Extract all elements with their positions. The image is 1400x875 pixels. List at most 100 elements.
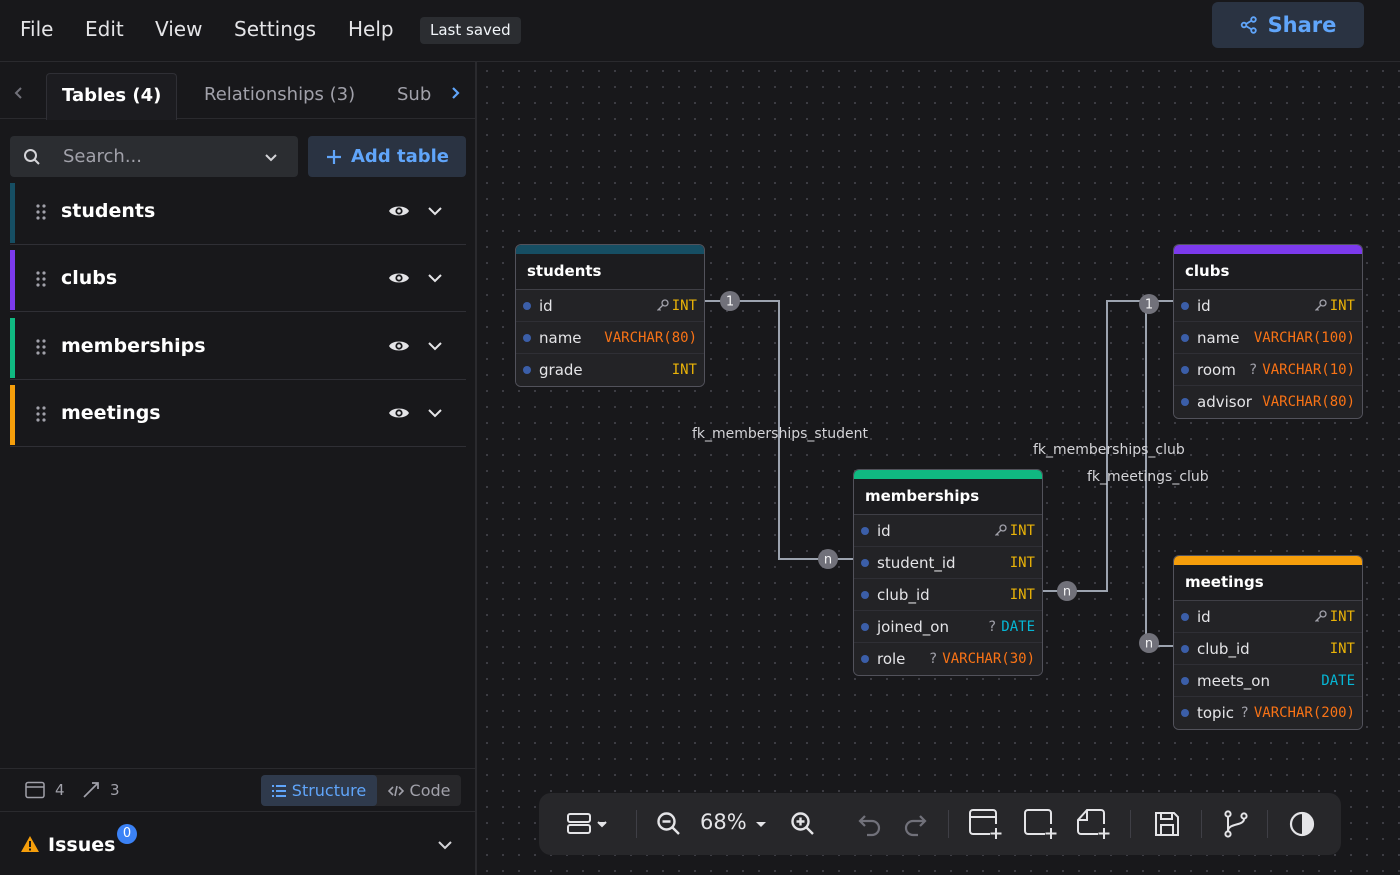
table-list-item[interactable]: students bbox=[10, 183, 466, 245]
tab-subject-areas[interactable]: Sub bbox=[397, 84, 432, 105]
field-handle[interactable] bbox=[1181, 301, 1189, 310]
field-handle[interactable] bbox=[523, 366, 531, 374]
tab-relationships[interactable]: Relationships (3) bbox=[204, 84, 356, 105]
save-icon[interactable] bbox=[1153, 808, 1181, 840]
zoom-dropdown-icon[interactable] bbox=[755, 808, 767, 840]
tabs-next-icon[interactable] bbox=[449, 82, 461, 106]
redo-icon[interactable] bbox=[902, 808, 928, 840]
table-field[interactable]: joined_on?DATE bbox=[854, 611, 1042, 643]
field-handle[interactable] bbox=[861, 590, 869, 599]
diagram-table-title[interactable]: students bbox=[516, 254, 704, 290]
add-area-icon[interactable] bbox=[1023, 808, 1059, 840]
relationship-label[interactable]: fk_meetings_club bbox=[1087, 469, 1209, 485]
table-list-item[interactable]: memberships bbox=[10, 318, 466, 380]
relationship-line[interactable] bbox=[705, 300, 853, 560]
menu-help[interactable]: Help bbox=[348, 17, 394, 41]
field-handle[interactable] bbox=[1181, 398, 1189, 406]
zoom-in-icon[interactable] bbox=[790, 808, 816, 840]
diagram-table-title[interactable]: clubs bbox=[1174, 254, 1362, 290]
add-table-button[interactable]: Add table bbox=[308, 136, 466, 177]
field-type: ?VARCHAR(200) bbox=[1240, 705, 1355, 721]
add-note-icon[interactable] bbox=[1076, 808, 1112, 840]
chevron-down-icon[interactable] bbox=[427, 270, 443, 286]
chevron-down-icon[interactable] bbox=[427, 203, 443, 219]
field-handle[interactable] bbox=[861, 622, 869, 631]
theme-toggle-icon[interactable] bbox=[1288, 808, 1316, 840]
menu-view[interactable]: View bbox=[155, 17, 203, 41]
structure-mode-button[interactable]: Structure bbox=[261, 775, 377, 806]
zoom-level[interactable]: 68% bbox=[700, 810, 747, 834]
table-search[interactable] bbox=[10, 136, 298, 177]
relationship-label[interactable]: fk_memberships_student bbox=[692, 426, 868, 442]
share-label: Share bbox=[1267, 13, 1337, 37]
diagram-table-title[interactable]: memberships bbox=[854, 479, 1042, 515]
menu-file[interactable]: File bbox=[20, 17, 54, 41]
menu-edit[interactable]: Edit bbox=[85, 17, 124, 41]
table-list-item[interactable]: meetings bbox=[10, 385, 466, 447]
menu-settings[interactable]: Settings bbox=[234, 17, 317, 41]
undo-icon[interactable] bbox=[857, 808, 883, 840]
field-handle[interactable] bbox=[1181, 709, 1189, 717]
code-mode-button[interactable]: Code bbox=[377, 775, 461, 806]
relationship-line[interactable] bbox=[1145, 300, 1173, 647]
search-input[interactable] bbox=[63, 146, 253, 167]
table-field[interactable]: room?VARCHAR(10) bbox=[1174, 354, 1362, 386]
layout-menu-icon[interactable] bbox=[566, 808, 612, 840]
drag-handle-icon[interactable] bbox=[35, 338, 47, 356]
drag-handle-icon[interactable] bbox=[35, 405, 47, 423]
issues-panel[interactable]: Issues 0 bbox=[0, 811, 475, 875]
share-button[interactable]: Share bbox=[1212, 2, 1364, 48]
tabs-prev-icon[interactable] bbox=[13, 82, 25, 106]
drag-handle-icon[interactable] bbox=[35, 270, 47, 288]
table-field[interactable]: topic ?VARCHAR(200) bbox=[1174, 697, 1362, 729]
tab-tables[interactable]: Tables (4) bbox=[46, 73, 178, 120]
field-handle[interactable] bbox=[861, 558, 869, 567]
relationship-label[interactable]: fk_memberships_club bbox=[1033, 442, 1185, 458]
field-handle[interactable] bbox=[861, 526, 869, 535]
field-name: topic bbox=[1197, 704, 1234, 722]
eye-icon[interactable] bbox=[388, 203, 410, 219]
field-handle[interactable] bbox=[861, 655, 869, 663]
field-handle[interactable] bbox=[1181, 676, 1189, 685]
add-table-icon[interactable] bbox=[968, 808, 1004, 840]
field-handle[interactable] bbox=[523, 301, 531, 310]
drag-handle-icon[interactable] bbox=[35, 203, 47, 221]
chevron-down-icon[interactable] bbox=[427, 405, 443, 421]
field-handle[interactable] bbox=[1181, 644, 1189, 653]
table-field[interactable]: role?VARCHAR(30) bbox=[854, 643, 1042, 675]
list-icon bbox=[271, 784, 286, 797]
table-list-item[interactable]: clubs bbox=[10, 250, 466, 312]
chevron-down-icon[interactable] bbox=[427, 338, 443, 354]
zoom-out-icon[interactable] bbox=[656, 808, 682, 840]
eye-icon[interactable] bbox=[388, 405, 410, 421]
key-icon bbox=[1314, 610, 1327, 622]
separator bbox=[1130, 810, 1131, 838]
chevron-down-icon[interactable] bbox=[263, 149, 279, 165]
diagram-table-title[interactable]: meetings bbox=[1174, 565, 1362, 601]
eye-icon[interactable] bbox=[388, 338, 410, 354]
chevron-down-icon[interactable] bbox=[437, 838, 453, 852]
git-branch-icon[interactable] bbox=[1223, 808, 1249, 840]
eye-icon[interactable] bbox=[388, 270, 410, 286]
field-handle[interactable] bbox=[1181, 612, 1189, 621]
field-handle[interactable] bbox=[1181, 365, 1189, 374]
field-handle[interactable] bbox=[1181, 333, 1189, 342]
field-handle[interactable] bbox=[523, 333, 531, 342]
